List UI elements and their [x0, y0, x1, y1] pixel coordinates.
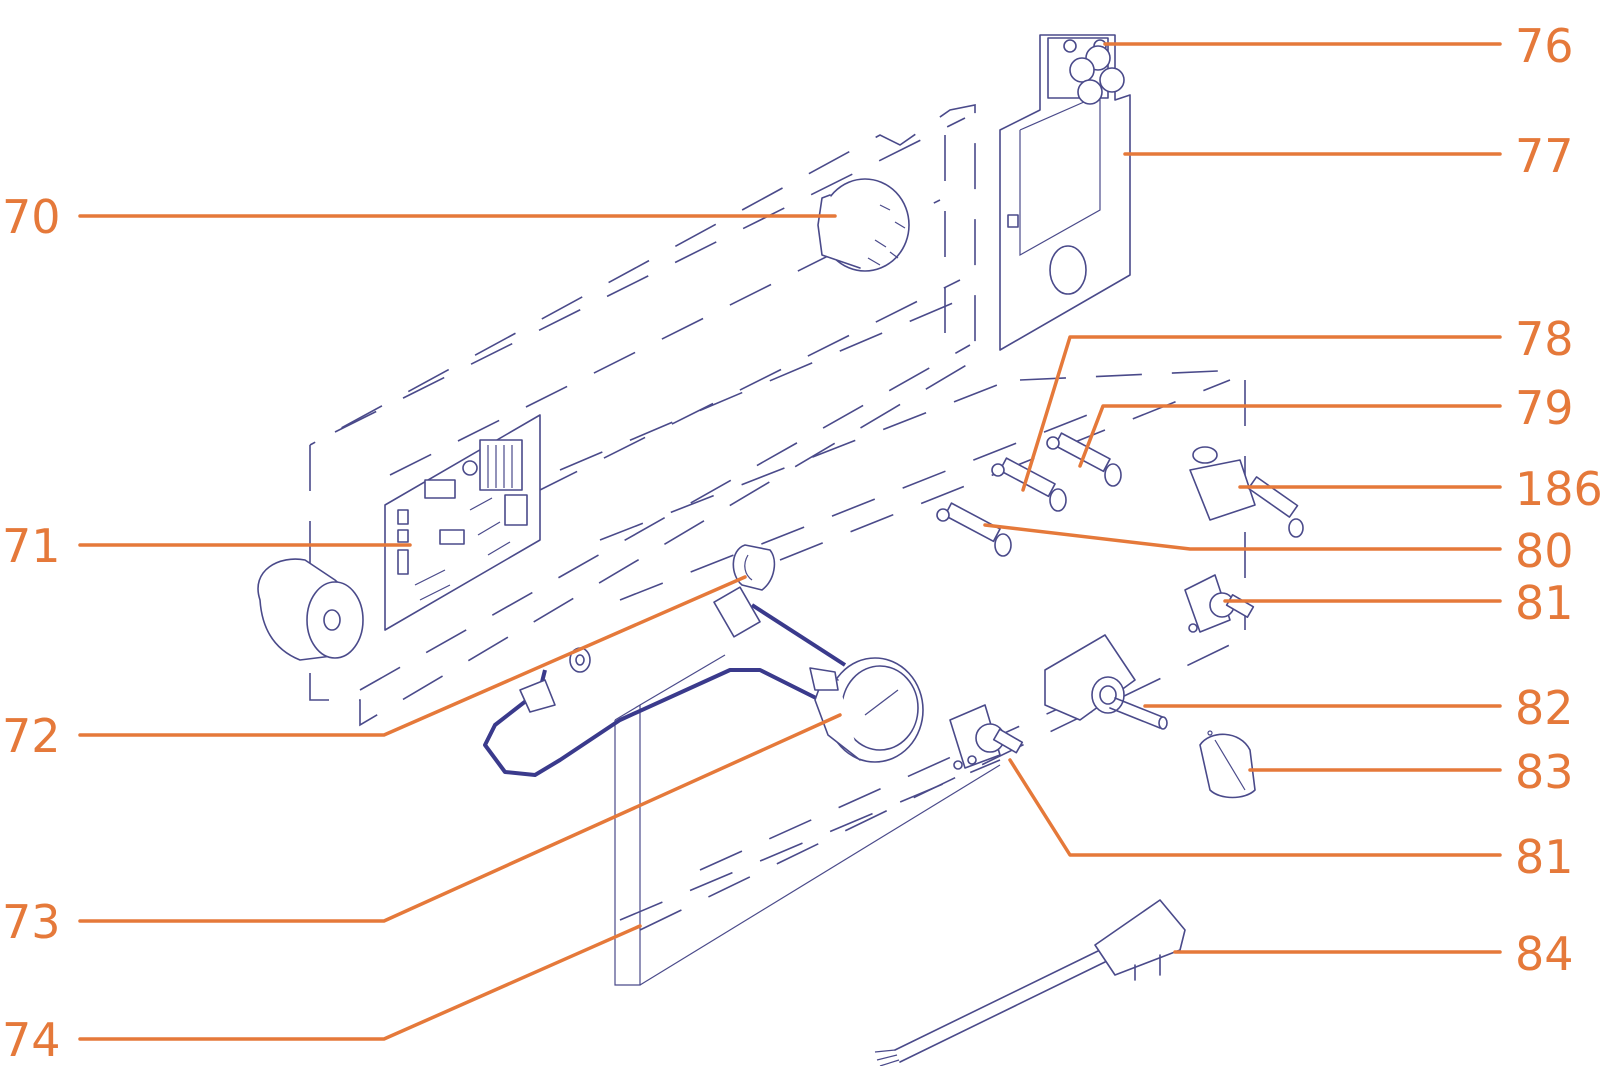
callout-74: 74: [2, 1013, 61, 1066]
part-77-bracket: [999, 34, 1131, 351]
callout-79: 79: [1515, 381, 1574, 435]
callout-73: 73: [2, 895, 61, 949]
part-73-pressure-gauge: [483, 586, 924, 777]
callout-77: 77: [1515, 129, 1574, 183]
part-72-clip: [732, 544, 776, 591]
leader-lines: [78, 42, 1502, 1041]
leader-81b: [1008, 758, 1502, 857]
callout-82: 82: [1515, 681, 1574, 735]
leader-78: [1021, 335, 1502, 492]
part-83-knob: [1199, 730, 1256, 799]
front-panel-plate: [614, 654, 1001, 986]
part-81-potentiometer-upper: [1184, 574, 1255, 633]
part-70-connector: [817, 178, 910, 272]
callout-72: 72: [2, 709, 61, 763]
leader-80: [983, 523, 1502, 551]
part-82-thermostat: [1044, 634, 1168, 730]
left-mount-bracket: [257, 558, 364, 661]
callout-78: 78: [1515, 312, 1574, 366]
part-81-potentiometer-lower: [949, 704, 1024, 770]
callout-70: 70: [2, 190, 61, 244]
leader-74: [78, 924, 642, 1041]
leader-79: [1078, 404, 1502, 468]
callout-76: 76: [1515, 19, 1574, 73]
callout-80: 80: [1515, 524, 1574, 578]
part-76-switch-block: [1047, 37, 1125, 105]
callout-81b: 81: [1515, 830, 1574, 884]
callout-labels: 70 71 72 73 74 76 77 78 79 186 80 81 82 …: [2, 19, 1603, 1066]
callout-186: 186: [1515, 462, 1603, 516]
callout-83: 83: [1515, 745, 1574, 799]
part-186-rotary-switch: [1189, 446, 1304, 538]
part-80-lamp: [936, 502, 1012, 557]
leader-73: [78, 713, 842, 923]
callout-81a: 81: [1515, 576, 1574, 630]
part-84-power-cord: [874, 899, 1186, 1066]
callout-84: 84: [1515, 927, 1574, 981]
leader-72: [78, 575, 747, 737]
callout-71: 71: [2, 519, 61, 573]
part-79-lamp: [1046, 432, 1122, 487]
part-71-circuit-board: [384, 414, 541, 631]
